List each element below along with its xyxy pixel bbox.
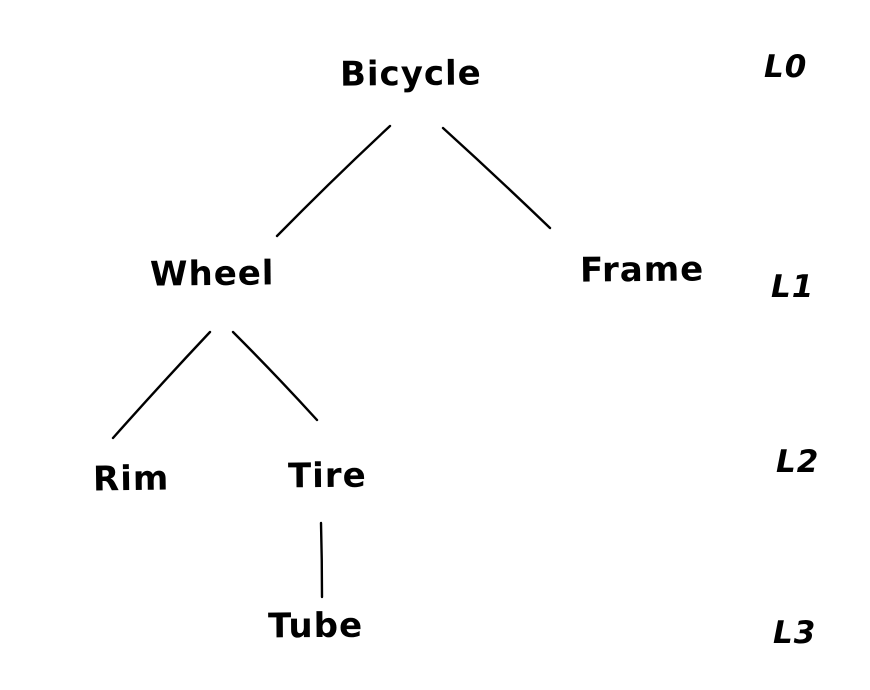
level-label-l3: L3 <box>773 615 817 651</box>
node-wheel: Wheel <box>149 253 275 295</box>
node-tire: Tire <box>287 455 367 497</box>
level-label-l1: L1 <box>771 269 815 305</box>
level-label-l0: L0 <box>764 49 808 85</box>
edge-wheel-tire <box>231 330 319 422</box>
edge-bicycle-frame <box>441 126 552 230</box>
level-label-l2: L2 <box>776 444 820 480</box>
node-frame: Frame <box>579 249 705 291</box>
node-tube: Tube <box>267 605 364 647</box>
node-bicycle: Bicycle <box>339 53 482 95</box>
edge-tire-tube <box>319 521 324 599</box>
node-rim: Rim <box>92 458 170 500</box>
edge-wheel-rim <box>111 330 212 440</box>
edge-bicycle-wheel <box>275 124 392 238</box>
